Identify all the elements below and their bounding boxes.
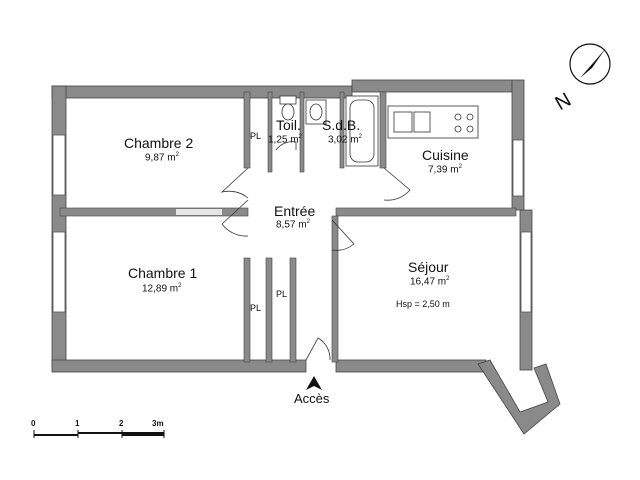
closet-label-chambre-1: PL: [250, 303, 262, 313]
toilet-fixture: [279, 95, 297, 121]
room-area-entree: 8,57 m2: [276, 219, 310, 231]
closet-label-entree: PL: [276, 289, 288, 299]
room-name-chambre-1: Chambre 1: [128, 265, 198, 281]
door-swings: [220, 141, 411, 361]
partition-glass: [176, 209, 222, 215]
room-area-chambre-2: 9,87 m2: [145, 152, 179, 164]
windows: [52, 134, 532, 313]
room-name-sdb: S.d.B.: [322, 117, 361, 133]
room-area-chambre-1: 12,89 m2: [142, 283, 182, 295]
scale-label-2: 2: [119, 419, 124, 428]
scale-label-1: 1: [75, 419, 80, 428]
room-area-toilettes: 1,25 m2: [268, 134, 302, 146]
room-name-sejour: Séjour: [408, 259, 449, 275]
kitchen-fixtures: [387, 105, 479, 139]
scale-bar: [33, 430, 165, 438]
ceiling-height: Hsp = 2,50 m: [396, 299, 450, 309]
room-area-cuisine: 7,39 m2: [428, 164, 462, 176]
bath-fixtures: [305, 95, 379, 167]
scale-label-3: 3m: [152, 419, 164, 428]
room-area-sdb: 3,02 m2: [328, 134, 362, 146]
north-arrow-icon: [569, 43, 611, 85]
room-name-toilettes: Toil.: [276, 117, 301, 133]
room-name-entree: Entrée: [274, 203, 316, 219]
interior-walls: [59, 91, 517, 363]
room-area-sejour: 16,47 m2: [410, 276, 450, 288]
room-name-cuisine: Cuisine: [422, 147, 469, 163]
access-arrow-icon: [306, 376, 322, 390]
closet-label-chambre-2: PL: [250, 131, 262, 141]
scale-label-0: 0: [31, 419, 36, 428]
access-label: Accès: [294, 391, 330, 406]
bay-wall: [477, 359, 561, 435]
room-name-chambre-2: Chambre 2: [124, 135, 194, 151]
